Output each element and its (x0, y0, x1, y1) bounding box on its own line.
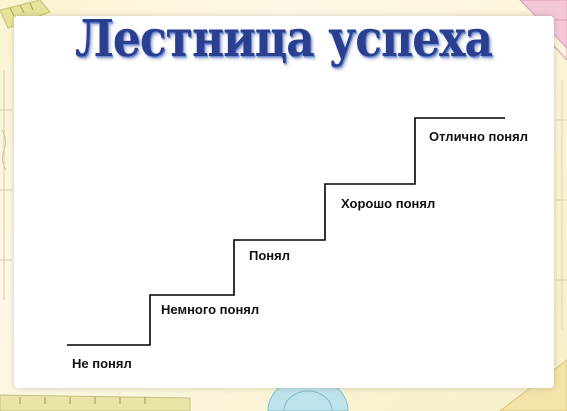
step-label-3: Понял (249, 248, 290, 263)
ruler-decoration-bottom-left (0, 394, 191, 411)
step-label-2: Немного понял (161, 302, 260, 317)
content-area (14, 16, 554, 388)
step-label-1: Не понял (72, 356, 132, 371)
staircase-line (67, 117, 505, 346)
step-label-4: Хорошо понял (341, 196, 436, 211)
ruler-decoration-top-left (0, 0, 51, 29)
math-scribbles-left (0, 70, 12, 300)
page-title: Лестница успеха (74, 10, 493, 69)
step-label-5: Отлично понял (429, 129, 528, 144)
math-scribbles-right (556, 80, 567, 330)
